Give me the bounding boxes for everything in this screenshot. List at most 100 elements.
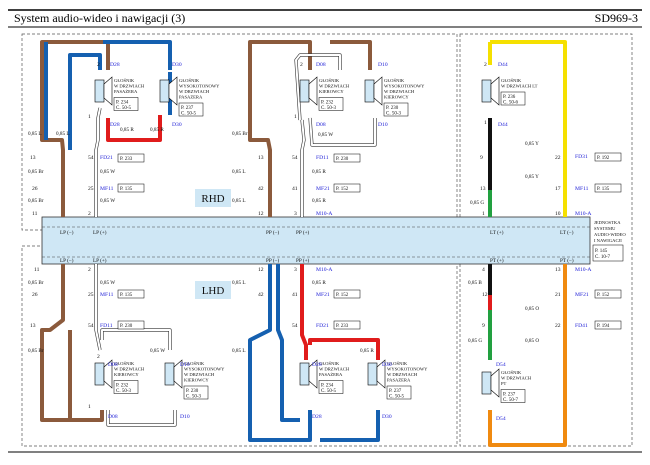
- rhd-tweeter-pass-speaker-cone: [168, 76, 178, 106]
- lhd-conn-m10a: M10-A: [316, 267, 332, 273]
- rhd-g2-pin-2: 2: [300, 62, 303, 68]
- lhd-ref-fd21-box: [333, 320, 361, 330]
- rhd-unit-pin-0: LP (−): [60, 229, 74, 236]
- rhd-lp-pos-white: [95, 107, 101, 217]
- rear-left-ref-box: [500, 91, 526, 106]
- lhd-lp-pos-white: [95, 264, 101, 351]
- rear-l-pin-1: 1: [484, 120, 487, 126]
- lhd-unit-pin-5: PT (−): [560, 257, 574, 264]
- lhd-ref-mf21: P. 152: [336, 293, 349, 298]
- rhd-front-pass-ref-page: P. 234: [116, 101, 129, 106]
- lhd-unit-pin-2: PP (−): [266, 257, 280, 264]
- rhd-g2-conn-d10: D10: [378, 122, 388, 128]
- rhd-tweeter-drv-speaker-cone: [373, 76, 383, 106]
- lhd-pin-21: 21: [555, 292, 561, 298]
- rhd-g1-cable-l1: 0,85 L: [28, 131, 42, 137]
- rear-left-ref-cell: C. 50-6: [503, 101, 519, 106]
- lhd-tweeter-drv-ref-cell: C. 50-3: [186, 395, 202, 400]
- rhd-tweeter-drv-ref-cell: C. 50-3: [386, 112, 402, 117]
- rhd-blue-lower: [68, 53, 102, 150]
- rear-l-ref-fd31-box: [594, 152, 622, 162]
- rhd-front-pass-ref-cell: C. 50-5: [116, 106, 132, 111]
- rhd-g2-ref-fd11-box: [333, 153, 361, 163]
- lhd-conn-fd41: FD41: [575, 323, 588, 329]
- lhd-lp-neg-brown: [40, 264, 104, 422]
- lhd-cable-b: 0,85 B: [468, 280, 482, 286]
- lhd-conn-fd11: FD11: [100, 323, 113, 329]
- lhd-tweeter-pass-speaker-body: [367, 362, 378, 386]
- lhd-ref-mf21-right: P. 152: [597, 293, 610, 298]
- rhd-g2-cable-br: 0,85 Br: [232, 131, 248, 137]
- lhd-conn-m10a-right: M10-A: [575, 267, 591, 273]
- rhd-g2-conn-m10a: M10-A: [316, 211, 332, 217]
- rhd-g2-pin-1: 1: [294, 114, 297, 120]
- rhd-g2-pin-41: 41: [292, 186, 298, 192]
- lhd-tweeter-pass-ref-cell: C. 50-5: [389, 395, 405, 400]
- lhd-label-box: [195, 281, 231, 299]
- rhd-unit-pin-1: LP (+): [93, 229, 107, 236]
- rhd-front-drv-ref-page: P. 232: [321, 101, 334, 106]
- rhd-white-loop: [295, 54, 341, 121]
- rhd-tweeter-drv-ref-box: [383, 102, 409, 117]
- lhd-ref-fd11-box: [117, 320, 145, 330]
- rhd-label: RHD: [201, 193, 224, 205]
- rear-l-pin-13: 13: [480, 186, 486, 192]
- lhd-pin-4: 4: [482, 267, 485, 273]
- rhd-red: [106, 115, 162, 142]
- rhd-front-pass-speaker-cone: [103, 76, 113, 106]
- lhd-cable-w1: 0,85 W: [100, 280, 115, 286]
- rhd-g1-ref-fd21: P. 233: [120, 157, 133, 162]
- audio-unit-box: [41, 216, 591, 265]
- rear-l-conn-mf11: MF11: [575, 186, 589, 192]
- rear-left-yellow: [490, 40, 567, 217]
- lhd-tweeter-drv-speaker-cone: [173, 359, 183, 389]
- rhd-g1-cable-w: 0,85 W: [100, 169, 115, 175]
- rear-l-cable-y1: 0,85 Y: [525, 141, 539, 147]
- rhd-g2-conn-d08: D08: [316, 122, 326, 128]
- rhd-g1-pin-25: 25: [88, 186, 94, 192]
- lhd-tweeter-drv-speaker-body: [164, 362, 175, 386]
- rhd-g1-conn-d30-top: D30: [172, 62, 182, 68]
- rhd-pp-pos-white: [301, 119, 305, 217]
- rhd-pp-neg-brown: [248, 40, 312, 217]
- rhd-g1-ref-fd21-box: [117, 153, 145, 163]
- lhd-white-bottom: [107, 410, 176, 426]
- rhd-g1-pin-54: 54: [88, 155, 94, 161]
- wires: [40, 40, 567, 447]
- lhd-conn-d30: D30: [382, 414, 392, 420]
- rhd-g1-cable-r1: 0,85 R: [120, 127, 134, 133]
- rhd-front-drv-ref-box: [318, 97, 344, 111]
- rear-l-pin-2: 2: [484, 62, 487, 68]
- lhd-tweeter-pass-ref-page: P. 237: [389, 389, 402, 394]
- lhd-ref-mf21-box: [333, 289, 361, 299]
- lhd-unit-pin-0: LP (−): [60, 257, 74, 264]
- lhd-pp-pos-red: [300, 264, 308, 360]
- rhd-g2-conn-d08-top: D08: [316, 62, 326, 68]
- audio-unit-ref-page: P. 145: [595, 249, 608, 254]
- rear-l-ref-mf11-box: [594, 183, 622, 193]
- lhd-front-pass-ref-page: P. 234: [321, 384, 334, 389]
- lhd-front-pass-speaker-cone: [308, 359, 318, 389]
- rhd-tweeter-drv-ref-page: P. 230: [386, 106, 399, 111]
- lhd-pp-neg-blue: [248, 264, 312, 442]
- rhd-g1-pin-1: 1: [88, 114, 91, 120]
- lhd-ref-mf21-right-box: [594, 289, 622, 299]
- lhd-spk-pin-1: 1: [88, 404, 91, 410]
- lhd-white-tw-outline: [100, 328, 172, 350]
- lhd-cable-o2: 0,85 O: [525, 338, 539, 344]
- rear-l-ref-mf11: P. 135: [597, 187, 610, 192]
- audio-unit-ref-cell: C. 10-7: [595, 255, 611, 260]
- lhd-tweeter-drv-ref-page: P. 230: [186, 389, 199, 394]
- rear-l-ref-fd31: P. 192: [597, 156, 610, 161]
- rear-left-speaker-cone: [490, 76, 500, 106]
- rear-l-pin-17: 17: [555, 186, 561, 192]
- lhd-front-drv-ref-page: P. 232: [116, 384, 129, 389]
- lhd-pin-22: 22: [555, 323, 561, 329]
- lhd-conn-d10-top: D10: [180, 362, 190, 368]
- lhd-cable-r1: 0,85 R: [312, 280, 326, 286]
- lhd-conn-d30-top: D30: [382, 362, 392, 368]
- lhd-front-drv-ref-box: [113, 380, 139, 394]
